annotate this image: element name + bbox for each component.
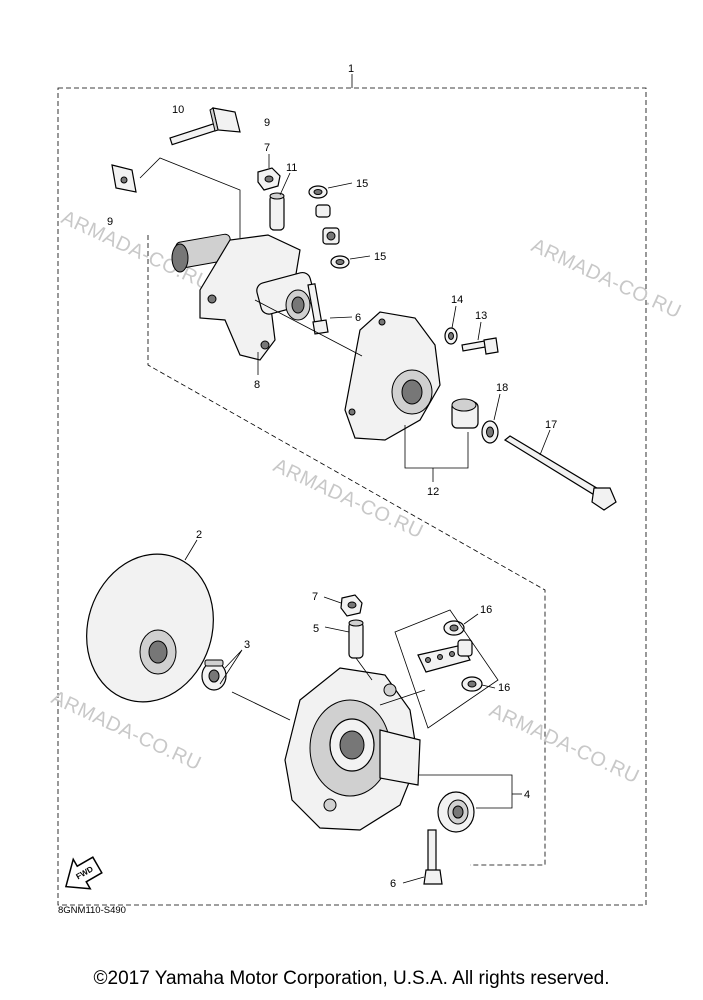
leader-11 — [279, 172, 291, 196]
callout-7-lower: 7 — [312, 591, 318, 603]
callout-10: 10 — [172, 104, 184, 116]
leader-5 — [324, 626, 350, 633]
leader-3 — [219, 649, 243, 685]
callout-9-upper: 9 — [264, 117, 270, 129]
callout-9-lower: 9 — [107, 216, 113, 228]
callout-14: 14 — [451, 294, 463, 306]
link-line-spider-cap — [254, 299, 363, 357]
bracket-12 — [404, 425, 469, 469]
callout-11: 11 — [286, 162, 297, 174]
watermark-2: ARMADA-CO.RU — [528, 235, 685, 324]
washer-part-14 — [444, 327, 458, 345]
pin-guide-lines — [139, 157, 241, 238]
weight-block-part-9-upper — [209, 107, 241, 133]
cap-part-12 — [344, 311, 441, 441]
callout-12: 12 — [427, 486, 439, 498]
fwd-arrow-icon: FWD — [64, 856, 103, 890]
bolt-part-6-lower — [423, 829, 443, 885]
roller-lower — [322, 227, 340, 245]
bushing-part-12 — [451, 398, 479, 429]
callout-15-upper: 15 — [356, 178, 368, 190]
callout-6-upper: 6 — [355, 312, 361, 324]
sheave-part-2 — [86, 553, 214, 703]
leader-15-lower — [349, 255, 371, 260]
leader-13 — [477, 321, 482, 341]
long-bolt-part-17 — [503, 435, 617, 511]
washer-part-18 — [481, 420, 499, 444]
leader-15-upper — [327, 182, 353, 189]
callout-3: 3 — [244, 639, 250, 651]
leader-17 — [539, 429, 551, 456]
bracket-4 — [418, 774, 513, 809]
bearing-part-4 — [437, 791, 475, 833]
watermark-3: ARMADA-CO.RU — [270, 455, 427, 544]
callout-13: 13 — [475, 310, 487, 322]
copyright-notice: ©2017 Yamaha Motor Corporation, U.S.A. A… — [93, 968, 610, 989]
collar-part-5 — [348, 619, 364, 659]
callout-18: 18 — [496, 382, 508, 394]
spider-part-8 — [171, 233, 316, 361]
link-line-bushing — [231, 691, 291, 721]
link-line-collar — [355, 657, 373, 681]
washer-part-15-lower — [330, 255, 350, 269]
nut-part-7-lower — [340, 594, 363, 617]
bolt-part-6-upper — [307, 283, 329, 335]
callout-16-upper: 16 — [480, 604, 492, 616]
leader-6-upper — [329, 316, 353, 319]
weight-block-part-9-lower — [111, 164, 137, 193]
washer-part-16-lower — [461, 676, 483, 692]
callout-16-lower: 16 — [498, 682, 510, 694]
leader-18 — [493, 393, 501, 421]
bolt-part-13 — [461, 337, 499, 355]
moveable-sheave-assembly — [284, 667, 421, 831]
roller-upper — [315, 204, 331, 218]
link-line-cam — [379, 689, 426, 706]
reference-lines — [147, 235, 546, 866]
leader-6-lower — [402, 876, 425, 884]
leader-14 — [451, 305, 457, 329]
callout-labels: 1 2 3 4 5 6 6 7 7 8 9 9 10 11 12 13 14 1… — [107, 63, 557, 890]
leader-2 — [184, 539, 198, 561]
callout-7-upper: 7 — [264, 142, 270, 154]
callout-8: 8 — [254, 379, 260, 391]
callout-15-lower: 15 — [374, 251, 386, 263]
nut-part-7-upper — [257, 167, 281, 191]
callout-6-lower: 6 — [390, 878, 396, 890]
collar-part-11 — [269, 192, 285, 231]
callout-17: 17 — [545, 419, 557, 431]
diagram-code: 8GNM110-S490 — [58, 905, 126, 916]
callout-2: 2 — [196, 529, 202, 541]
watermark-4: ARMADA-CO.RU — [48, 687, 205, 776]
assembly-boundary — [57, 87, 647, 906]
bracket-16-outline — [394, 609, 499, 729]
callout-4: 4 — [524, 789, 530, 801]
callout-5: 5 — [313, 623, 319, 635]
pin-part-10 — [169, 121, 221, 146]
bushing-part-3 — [201, 659, 227, 691]
washer-part-15-upper — [308, 185, 328, 199]
leader-7-lower — [323, 596, 342, 604]
washer-part-16-upper — [443, 620, 465, 636]
cam-bracket — [417, 639, 473, 673]
callout-1: 1 — [348, 63, 354, 75]
leader-16-upper — [463, 613, 479, 625]
